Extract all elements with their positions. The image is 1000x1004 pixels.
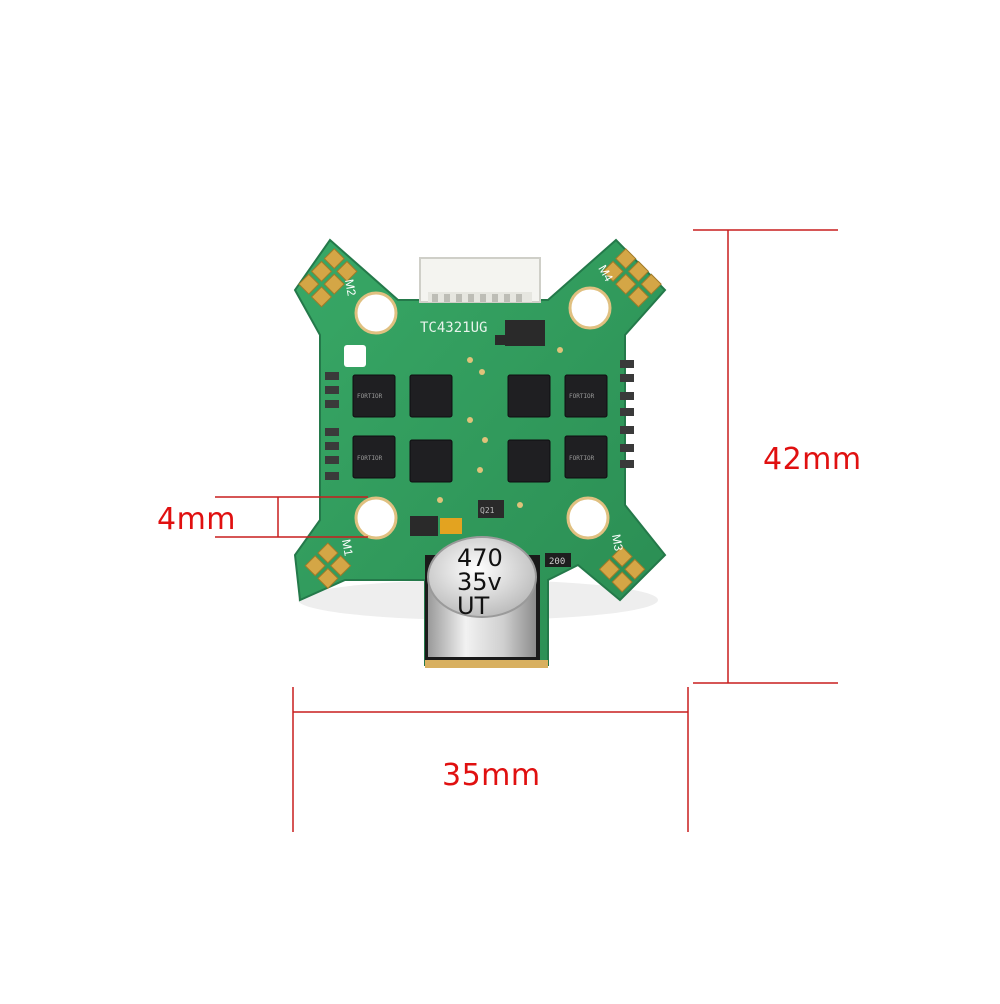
- transistor-label: Q21: [480, 506, 495, 515]
- silkscreen-text: TC4321UG: [420, 320, 487, 336]
- brand-logo: [344, 345, 366, 367]
- chip-label: FORTIOR: [569, 393, 595, 400]
- capacitor-series: UT: [457, 592, 490, 620]
- capacitor-voltage: 35v: [457, 568, 502, 596]
- chip-label: FORTIOR: [569, 455, 595, 462]
- chip-label: FORTIOR: [357, 455, 383, 462]
- mounting-holes: [354, 286, 612, 540]
- pad-label-m2: M2: [342, 278, 359, 297]
- diode-label: 200: [549, 557, 565, 567]
- header-connector: [419, 257, 541, 303]
- pad-label-m1: M1: [339, 538, 356, 557]
- pad-label-m3: M3: [609, 533, 626, 552]
- motor-pads: [298, 248, 662, 593]
- electrolytic-capacitor: 470 35v UT: [425, 536, 540, 660]
- hole-dimension-label: 4mm: [157, 502, 237, 537]
- height-dimension-label: 42mm: [763, 442, 862, 477]
- width-dimension-label: 35mm: [442, 758, 541, 793]
- dimension-lines: [215, 229, 838, 832]
- chip-label: FORTIOR: [357, 393, 383, 400]
- capacitor-value: 470: [457, 544, 503, 572]
- ic-chips: [352, 374, 608, 483]
